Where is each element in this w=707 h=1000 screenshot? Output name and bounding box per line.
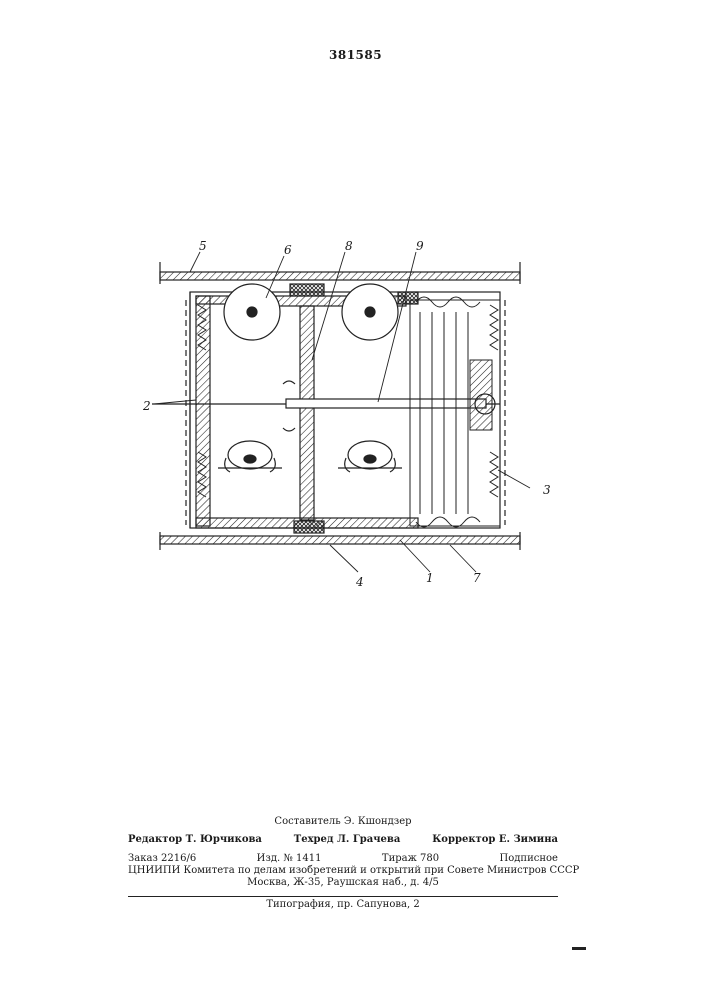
bellows bbox=[410, 297, 500, 527]
imprint-block: Составитель Э. Кшондзер Редактор Т. Юрчи… bbox=[128, 816, 558, 911]
printer-line: Типография, пр. Сапунова, 2 bbox=[128, 896, 558, 911]
techred: Техред Л. Грачева bbox=[294, 834, 401, 846]
label-6: 6 bbox=[284, 243, 292, 257]
label-3: 3 bbox=[543, 483, 551, 497]
editor: Редактор Т. Юрчикова bbox=[128, 834, 262, 846]
label-1: 1 bbox=[426, 571, 434, 585]
address-line: Москва, Ж-35, Раушская наб., д. 4/5 bbox=[128, 877, 558, 889]
subscription: Подписное bbox=[500, 853, 558, 865]
compiler-line: Составитель Э. Кшондзер bbox=[128, 816, 558, 828]
order-line: Заказ 2216/6 Изд. № 1411 Тираж 780 Подпи… bbox=[128, 853, 558, 865]
circulation: Тираж 780 bbox=[382, 853, 439, 865]
institute-line: ЦНИИПИ Комитета по делам изобретений и о… bbox=[128, 865, 558, 877]
label-7: 7 bbox=[473, 571, 481, 585]
corrector: Корректор Е. Зимина bbox=[432, 834, 558, 846]
margin-mark bbox=[572, 947, 586, 950]
label-8: 8 bbox=[345, 239, 353, 253]
staff-line: Редактор Т. Юрчикова Техред Л. Грачева К… bbox=[128, 834, 558, 846]
order-number: Заказ 2216/6 bbox=[128, 853, 196, 865]
label-9: 9 bbox=[416, 239, 424, 253]
label-4: 4 bbox=[355, 575, 364, 589]
edition-number: Изд. № 1411 bbox=[257, 853, 322, 865]
label-5: 5 bbox=[199, 239, 207, 253]
label-2: 2 bbox=[142, 399, 151, 413]
